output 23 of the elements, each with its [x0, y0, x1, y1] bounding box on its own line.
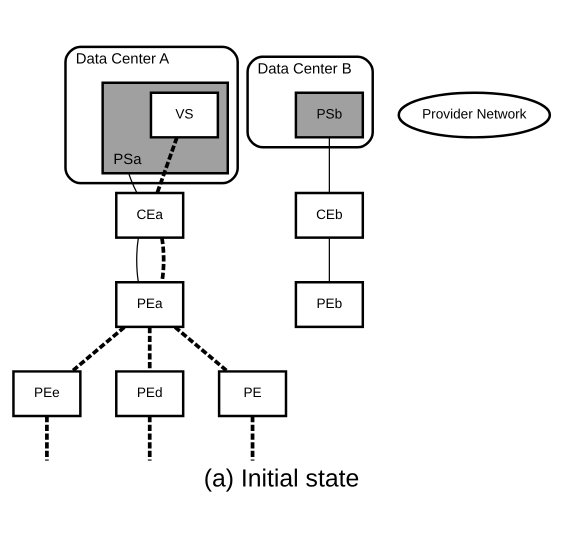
connector [328, 238, 330, 282]
connector [148, 416, 152, 460]
node-box: PSb [294, 90, 364, 138]
connector [70, 325, 126, 372]
node-box: CEa [115, 191, 184, 238]
node-box: PEe [12, 370, 82, 417]
connector [148, 326, 152, 371]
connector [328, 136, 330, 192]
node-box: PE [218, 370, 288, 417]
node-box: CEb [294, 191, 364, 238]
connector [155, 136, 179, 194]
connector [128, 172, 138, 193]
connector [45, 416, 49, 460]
connector [250, 416, 254, 460]
node-box: PEd [115, 370, 184, 417]
connector [136, 237, 139, 282]
caption: (a) Initial state [204, 465, 360, 492]
node-box: VS [150, 90, 220, 138]
node-box: PEa [115, 280, 184, 328]
connector [174, 325, 229, 372]
node-ellipse: Provider Network [398, 90, 552, 138]
node-box: PEb [294, 280, 364, 328]
connector [160, 237, 166, 282]
